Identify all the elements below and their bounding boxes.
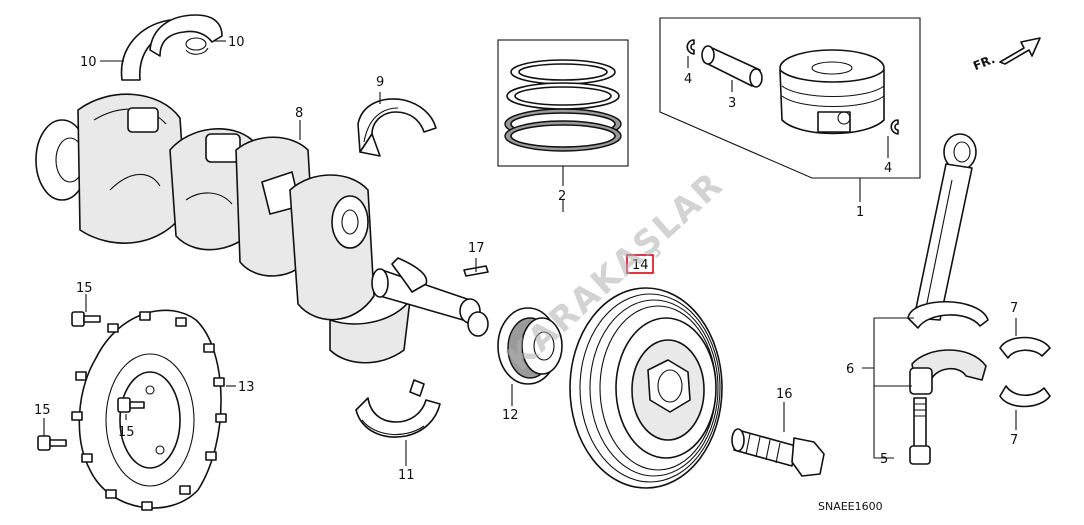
drive-plate[interactable] [71, 309, 227, 511]
piston-ring-set[interactable] [497, 39, 629, 167]
thrust-washer-group[interactable] [120, 14, 223, 81]
leader-lines [43, 40, 1017, 466]
callout-10-left: 10 [80, 55, 97, 70]
front-direction-marker: FR. [971, 37, 1041, 73]
crankshaft[interactable] [35, 93, 489, 364]
timing-sprocket[interactable] [497, 307, 563, 385]
callout-labels: 10 10 9 8 2 4 3 4 1 17 14 15 7 6 13 16 1… [34, 35, 1018, 483]
callout-14: 14 [632, 258, 649, 273]
callout-14-highlight-box [626, 254, 654, 274]
connecting-rod-assembly[interactable] [907, 133, 989, 465]
piston-assembly[interactable] [659, 17, 921, 179]
connecting-rod-bearing-group[interactable] [999, 336, 1051, 408]
callout-15-left: 15 [34, 403, 51, 418]
pulley-bolt[interactable] [731, 428, 825, 477]
callout-10-right: 10 [228, 35, 245, 50]
callout-5: 5 [880, 452, 888, 467]
callout-15-center: 15 [118, 425, 135, 440]
thrust-washer-front [149, 14, 223, 57]
callout-8: 8 [295, 106, 303, 121]
front-marker-label: FR. [971, 52, 997, 73]
callout-4-top: 4 [684, 72, 692, 87]
callout-9: 9 [376, 75, 384, 90]
main-bearing-lower[interactable] [355, 379, 441, 438]
callout-12: 12 [502, 408, 519, 423]
callout-3: 3 [728, 96, 736, 111]
callout-13: 13 [238, 380, 255, 395]
main-bearing-upper[interactable] [357, 98, 437, 157]
callout-17: 17 [468, 241, 485, 256]
drive-plate-bolt-top[interactable] [71, 311, 101, 327]
callout-11: 11 [398, 468, 415, 483]
crankshaft-pulley[interactable] [569, 287, 723, 489]
callout-16: 16 [776, 387, 793, 402]
callout-15-top: 15 [76, 281, 93, 296]
drive-plate-bolt-left[interactable] [37, 435, 67, 451]
callout-4-bottom: 4 [884, 161, 892, 176]
front-arrow-icon [999, 37, 1041, 65]
callout-7-top: 7 [1010, 301, 1018, 316]
callout-1: 1 [856, 205, 864, 220]
diagram-reference-code: SNAEE1600 [818, 500, 883, 513]
callout-2: 2 [558, 189, 566, 204]
callout-7-bottom: 7 [1010, 433, 1018, 448]
callout-6: 6 [846, 362, 854, 377]
drive-plate-bolt-center[interactable] [117, 397, 145, 413]
